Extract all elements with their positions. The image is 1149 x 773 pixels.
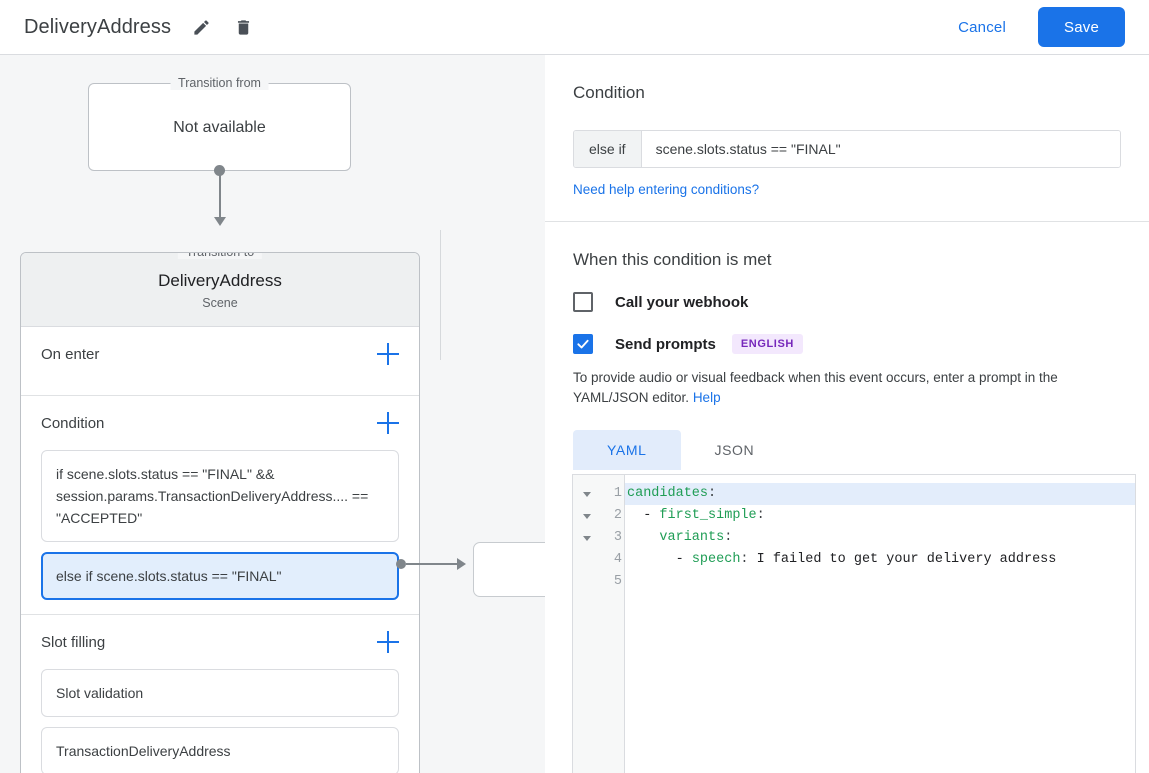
pencil-icon[interactable] (189, 15, 213, 39)
slot-item[interactable]: TransactionDeliveryAddress (41, 727, 399, 773)
target-node-placeholder[interactable] (473, 542, 545, 597)
scene-header: DeliveryAddress Scene (21, 253, 419, 327)
editor-fold-toggle (573, 571, 601, 593)
when-condition-met-title: When this condition is met (573, 250, 772, 269)
editor-line-number: 2 (613, 508, 622, 523)
condition-item[interactable]: if scene.slots.status == "FINAL" && sess… (41, 450, 399, 542)
editor-line-number: 1 (613, 486, 622, 501)
editor-fold-toggle (573, 549, 601, 571)
call-webhook-checkbox[interactable] (573, 292, 593, 312)
when-condition-met-section: When this condition is met Call your web… (545, 222, 1149, 470)
chevron-down-icon[interactable] (583, 491, 591, 497)
condition-section: Condition else if Need help entering con… (545, 55, 1149, 222)
editor-line-numbers: 1 2 3 4 5 (601, 475, 625, 773)
prompts-help-link[interactable]: Help (692, 390, 721, 405)
canvas-divider (440, 230, 441, 360)
section-on-enter: On enter (21, 327, 419, 396)
scene-type: Scene (202, 296, 238, 310)
send-prompts-label: Send prompts (615, 335, 716, 353)
editor-code-line[interactable]: variants: (659, 530, 733, 545)
transition-from-legend: Transition from (170, 76, 269, 90)
editor-line-number: 3 (613, 530, 622, 545)
prompts-description: To provide audio or visual feedback when… (573, 368, 1121, 408)
slot-validation-item[interactable]: Slot validation (41, 669, 399, 717)
condition-input-row[interactable]: else if (573, 130, 1121, 168)
condition-expression-input[interactable] (641, 131, 1120, 167)
transition-to-card[interactable]: Transition to DeliveryAddress Scene On e… (20, 252, 420, 773)
editor-code-line[interactable]: - first_simple: (627, 508, 765, 523)
transition-from-card[interactable]: Transition from Not available (88, 76, 351, 171)
section-header: On enter (41, 327, 399, 381)
editor-code-area[interactable]: candidates: - first_simple: variants: - … (625, 475, 1135, 773)
editor-fold-column[interactable] (573, 475, 601, 773)
edge-line (406, 563, 463, 565)
condition-section-title: Condition (573, 83, 645, 102)
editor-line-number: 4 (613, 552, 622, 567)
condition-help-link[interactable]: Need help entering conditions? (573, 182, 760, 197)
cancel-button[interactable]: Cancel (944, 11, 1020, 44)
edge-source-dot (396, 559, 406, 569)
section-title-on-enter: On enter (41, 345, 100, 363)
editor-code-line[interactable]: candidates: (625, 483, 1135, 505)
section-slot-filling: Slot filling Slot validation Transaction… (21, 615, 419, 773)
connector-dot (214, 165, 225, 176)
connector-arrow (214, 217, 226, 226)
scene-name: DeliveryAddress (158, 271, 282, 290)
section-title-condition: Condition (41, 414, 105, 432)
connector-line (219, 171, 221, 223)
save-button[interactable]: Save (1038, 7, 1125, 47)
send-prompts-row[interactable]: Send prompts ENGLISH (573, 334, 1121, 354)
section-header: Slot filling (41, 615, 399, 669)
webhook-row[interactable]: Call your webhook (573, 292, 1121, 312)
editor-fold-toggle[interactable] (573, 527, 601, 549)
chevron-down-icon[interactable] (583, 513, 591, 519)
section-title-slot-filling: Slot filling (41, 633, 106, 651)
flow-canvas[interactable]: Transition from Not available Transition… (0, 55, 545, 773)
yaml-editor[interactable]: 1 2 3 4 5 candidates: - first_simple: varian… (572, 474, 1136, 773)
tab-yaml[interactable]: YAML (573, 430, 681, 470)
editor-fold-toggle[interactable] (573, 505, 601, 527)
section-header: Condition (41, 396, 399, 450)
condition-item-selected[interactable]: else if scene.slots.status == "FINAL" (41, 552, 399, 600)
transition-from-value: Not available (173, 119, 266, 136)
edge-arrow (457, 558, 466, 570)
call-webhook-label: Call your webhook (615, 293, 749, 311)
transition-to-legend: Transition to (177, 253, 263, 259)
language-badge: ENGLISH (731, 334, 803, 354)
chevron-down-icon[interactable] (583, 535, 591, 541)
prompts-description-text: To provide audio or visual feedback when… (573, 370, 1058, 405)
section-condition: Condition if scene.slots.status == "FINA… (21, 396, 419, 615)
editor-line-number: 5 (613, 574, 622, 589)
send-prompts-checkbox[interactable] (573, 334, 593, 354)
add-condition-button[interactable] (377, 412, 399, 434)
trash-icon[interactable] (231, 15, 255, 39)
tab-json[interactable]: JSON (714, 442, 755, 458)
editor-fold-toggle[interactable] (573, 483, 601, 505)
page-title: DeliveryAddress (24, 15, 172, 38)
editor-code-line[interactable]: - speech: I failed to get your delivery … (627, 552, 1057, 567)
add-on-enter-button[interactable] (377, 343, 399, 365)
add-slot-filling-button[interactable] (377, 631, 399, 653)
app-header: DeliveryAddress Cancel Save (0, 0, 1149, 55)
editor-format-tabs: YAML JSON (573, 430, 1121, 470)
editor-code-line[interactable] (625, 571, 1135, 593)
condition-prefix-label: else if (574, 131, 642, 167)
